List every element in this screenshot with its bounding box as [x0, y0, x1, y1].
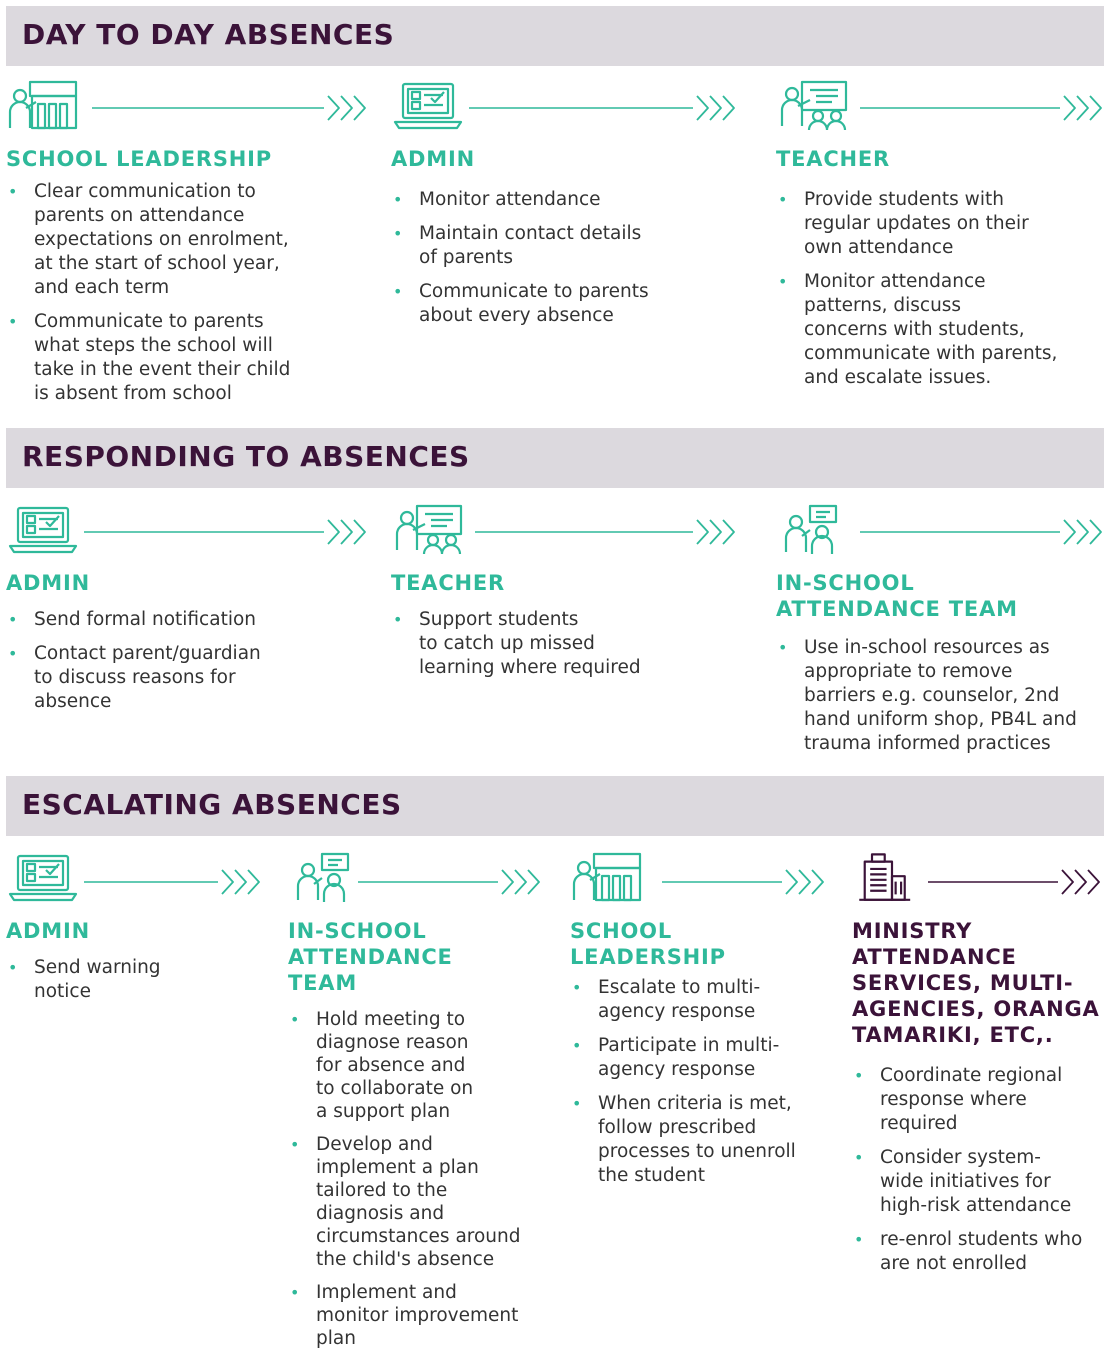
list-item: Hold meeting to diagnose reason for abse…	[288, 1008, 560, 1123]
flow-arrow	[475, 512, 739, 552]
flow-arrow	[358, 862, 544, 902]
column-admin: ADMIN Send formal notificationContact pa…	[6, 502, 376, 732]
list-item: Consider system- wide initiatives for hi…	[852, 1146, 1108, 1218]
list-item: Send formal notification	[6, 608, 376, 632]
role-heading-line: LEADERSHIP	[570, 945, 726, 969]
role-heading: ADMIN	[6, 571, 90, 595]
responsibility-list: Clear communication to parents on attend…	[6, 180, 376, 416]
laptop-checklist-icon	[6, 502, 80, 558]
role-heading-line: ATTENDANCE	[852, 945, 1017, 969]
role-heading-line: MINISTRY	[852, 919, 973, 943]
list-item: re-enrol students who are not enrolled	[852, 1228, 1108, 1276]
role-heading-line: AGENCIES, ORANGA	[852, 997, 1100, 1021]
flow-arrow	[84, 512, 370, 552]
role-heading-line: ATTENDANCE TEAM	[776, 597, 1018, 621]
role-heading: SCHOOL LEADERSHIP	[6, 147, 272, 171]
teacher-students-icon	[776, 78, 850, 134]
school-building-icon	[570, 850, 644, 906]
role-heading-line: TEAM	[288, 971, 358, 995]
role-heading: ADMIN	[391, 147, 475, 171]
laptop-checklist-icon	[6, 850, 80, 906]
flow-arrow	[860, 88, 1106, 128]
section-header-escalating: ESCALATING ABSENCES	[6, 776, 1104, 836]
list-item: Participate in multi- agency response	[570, 1034, 840, 1082]
list-item: Coordinate regional response where requi…	[852, 1064, 1108, 1136]
list-item: Support students to catch up missed lear…	[391, 608, 761, 680]
laptop-checklist-icon	[391, 78, 465, 134]
list-item: Contact parent/guardian to discuss reaso…	[6, 642, 376, 714]
section-header-responding: RESPONDING TO ABSENCES	[6, 428, 1104, 488]
school-building-icon	[6, 78, 80, 134]
role-heading: ADMIN	[6, 919, 90, 943]
flow-arrow	[469, 88, 739, 128]
list-item: Use in-school resources as appropriate t…	[776, 636, 1106, 756]
responsibility-list: Monitor attendanceMaintain contact detai…	[391, 188, 761, 338]
responsibility-list: Coordinate regional response where requi…	[852, 1064, 1108, 1286]
column-teacher: TEACHER Provide students with regular up…	[776, 78, 1106, 398]
teacher-students-icon	[391, 502, 465, 558]
responsibility-list: Support students to catch up missed lear…	[391, 608, 761, 690]
responsibility-list: Provide students with regular updates on…	[776, 188, 1106, 400]
flow-arrow	[84, 862, 264, 902]
role-heading-line: SERVICES, MULTI-	[852, 971, 1074, 995]
list-item: Send warning notice	[6, 956, 276, 1004]
flow-arrow	[860, 512, 1106, 552]
role-heading: TEACHER	[776, 147, 891, 171]
role-heading-line: TAMARIKI, ETC,.	[852, 1023, 1054, 1047]
role-heading-line: ATTENDANCE	[288, 945, 453, 969]
responsibility-list: Send formal notificationContact parent/g…	[6, 608, 376, 724]
responsibility-list: Hold meeting to diagnose reason for abse…	[288, 1008, 560, 1360]
flow-arrow	[662, 862, 828, 902]
list-item: Monitor attendance	[391, 188, 761, 212]
list-item: Escalate to multi- agency response	[570, 976, 840, 1024]
column-school-leadership: SCHOOL LEADERSHIP Clear communication to…	[6, 78, 376, 418]
list-item: Develop and implement a plan tailored to…	[288, 1133, 560, 1271]
role-heading: TEACHER	[391, 571, 506, 595]
role-heading-line: IN-SCHOOL	[776, 571, 915, 595]
role-heading-line: IN-SCHOOL	[288, 919, 427, 943]
column-admin: ADMIN Send warning notice	[6, 850, 276, 1050]
team-meeting-icon	[288, 850, 362, 906]
section-title: DAY TO DAY ABSENCES	[22, 18, 395, 51]
list-item: Provide students with regular updates on…	[776, 188, 1106, 260]
responsibility-list: Escalate to multi- agency responsePartic…	[570, 976, 840, 1198]
section-header-day-to-day: DAY TO DAY ABSENCES	[6, 6, 1104, 66]
list-item: Clear communication to parents on attend…	[6, 180, 376, 300]
list-item: When criteria is met, follow prescribed …	[570, 1092, 840, 1188]
role-heading-line: SCHOOL	[570, 919, 672, 943]
column-teacher: TEACHER Support students to catch up mis…	[391, 502, 761, 702]
team-meeting-icon	[776, 502, 850, 558]
list-item: Communicate to parents about every absen…	[391, 280, 761, 328]
responsibility-list: Use in-school resources as appropriate t…	[776, 636, 1106, 766]
responsibility-list: Send warning notice	[6, 956, 276, 1014]
list-item: Maintain contact details of parents	[391, 222, 761, 270]
flow-arrow	[928, 862, 1104, 902]
list-item: Communicate to parents what steps the sc…	[6, 310, 376, 406]
flow-arrow	[92, 88, 370, 128]
column-admin: ADMIN Monitor attendanceMaintain contact…	[391, 78, 761, 378]
section-title: RESPONDING TO ABSENCES	[22, 440, 470, 473]
section-title: ESCALATING ABSENCES	[22, 788, 402, 821]
list-item: Implement and monitor improvement plan	[288, 1281, 560, 1350]
office-building-icon	[852, 850, 912, 906]
list-item: Monitor attendance patterns, discuss con…	[776, 270, 1106, 390]
